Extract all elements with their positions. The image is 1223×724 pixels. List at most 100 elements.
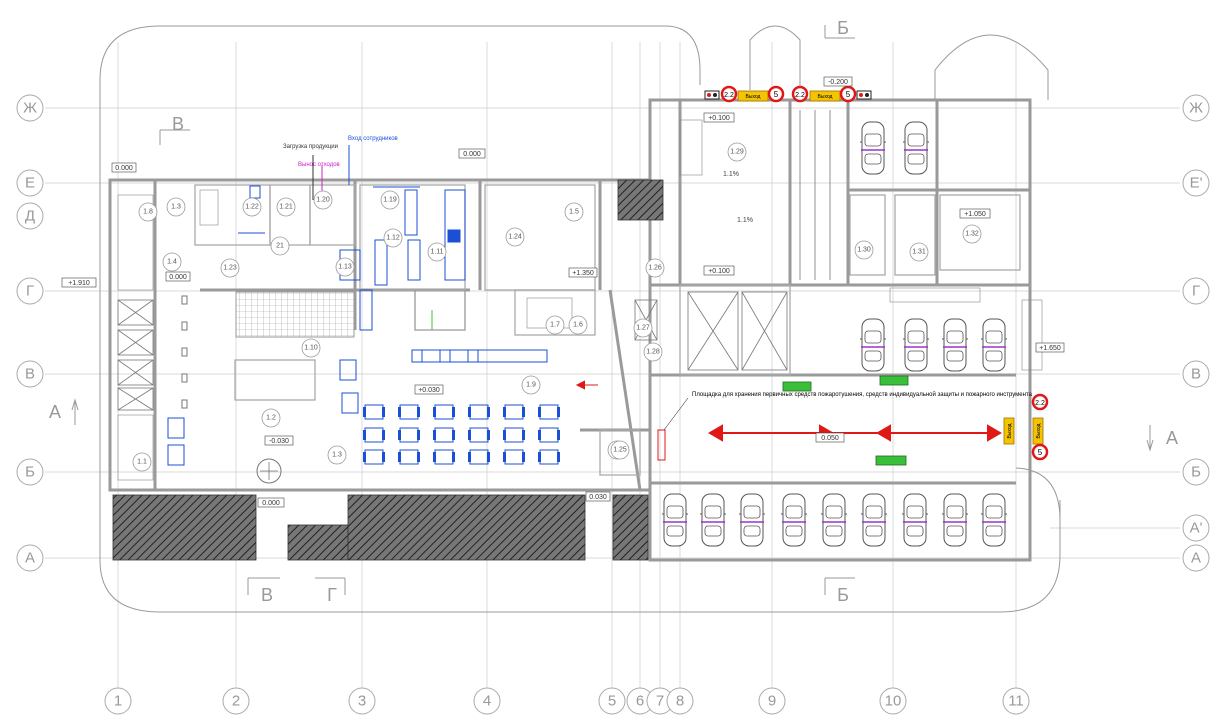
section-a-right: А [1166,428,1178,448]
fire-equipment-area [657,429,666,461]
loading-label: Загрузка продукции [283,144,338,150]
room-tag-label: 1.3 [332,452,342,459]
parked-car [941,318,969,372]
chair [452,407,455,417]
room-tag-label: 1.31 [912,249,926,256]
room-tag-label: 1.19 [383,197,397,204]
exit-label-3: Выход [1007,423,1013,438]
section-b-bottom: Б [837,585,849,605]
parked-car [738,493,766,547]
room-tag-label: 1.27 [636,325,650,332]
room-tag-label: 1.10 [304,345,318,352]
height-sign-1: 2.2 [724,92,734,99]
chair [363,407,366,417]
row-label-right: В [1191,366,1201,383]
room-tag-label: 1.26 [648,265,662,272]
chair [522,452,525,462]
level-12: +0.100 [708,268,730,275]
row-bubble-left [16,202,44,230]
speed-sign-1: 5 [774,90,779,99]
room-tag-label: 1.21 [279,204,293,211]
column-label-5: 5 [608,693,616,710]
chair [557,407,560,417]
chair [417,430,420,440]
room-tag-label: 1.1 [137,459,147,466]
level-5: 0.000 [262,500,280,507]
parked-car [859,121,887,175]
chair [487,452,490,462]
room-tag-circle [854,240,874,260]
room-tag-circle [138,202,158,222]
parking-cars [661,121,1008,547]
parked-car [902,318,930,372]
stairs [117,119,1043,481]
parked-car [902,121,930,175]
row-label-left: Ж [23,100,37,117]
parked-car [780,493,808,547]
section-b-top: Б [837,18,849,38]
utility-route [414,290,466,331]
chair [522,430,525,440]
room-tag-circle [242,197,262,217]
chair [417,452,420,462]
level-10: -0.200 [828,79,848,86]
room-tag-circle [380,190,400,210]
column-label-2: 2 [232,693,240,710]
height-sign-2: 2.2 [795,92,805,99]
chair [538,430,541,440]
chair [468,407,471,417]
parked-car [661,493,689,547]
exit-label-2: Выход [818,94,833,100]
chair [522,407,525,417]
ramp-right [1015,467,1061,521]
dining-table [469,449,489,465]
column-bubble-8 [666,687,694,715]
section-a-left: А [49,402,61,422]
room-tag-label: 1.23 [223,265,237,272]
speed-sign-2: 5 [846,90,851,99]
room-tag-circle [335,257,355,277]
section-markers [71,25,1154,595]
chair [557,430,560,440]
column-bubble-4 [473,687,501,715]
column-label-1: 1 [114,693,122,710]
room-tag-circle [962,224,982,244]
level-14: +1.650 [1039,345,1061,352]
level-8: -0.030 [269,438,289,445]
chair [398,452,401,462]
row-bubble-right [1182,458,1210,486]
ramp-top-right [934,34,1049,100]
chair [503,407,506,417]
row-label-left: Б [25,464,35,481]
column-label-7: 7 [656,693,664,710]
column-bubble-3 [348,687,376,715]
row-bubble-right [1182,94,1210,122]
room-tag-circle [162,252,182,272]
dining-table [434,404,454,420]
row-label-right: Г [1192,283,1200,300]
columns [181,295,188,409]
chair [557,452,560,462]
parked-car [699,493,727,547]
dining-table [504,449,524,465]
chair [487,407,490,417]
column-bubble-11 [1002,687,1030,715]
column-bubble-1 [104,687,132,715]
chair [503,430,506,440]
row-label-left: А [25,550,35,567]
column-label-3: 3 [358,693,366,710]
level-11: +0.100 [708,115,730,122]
tiled-area [235,291,355,338]
room-tags: 1.11.21.31.41.51.61.71.81.91.101.111.121… [132,142,982,472]
room-tag-circle [166,197,186,217]
dining-tables [363,404,560,465]
parked-car [980,318,1008,372]
room-tag-circle [261,408,281,428]
room-tag-label: 1.4 [167,259,177,266]
parked-car [820,493,848,547]
room-tag-circle [301,338,321,358]
chair [538,452,541,462]
speed-sign-3: 5 [1038,448,1043,457]
dining-table [469,427,489,443]
